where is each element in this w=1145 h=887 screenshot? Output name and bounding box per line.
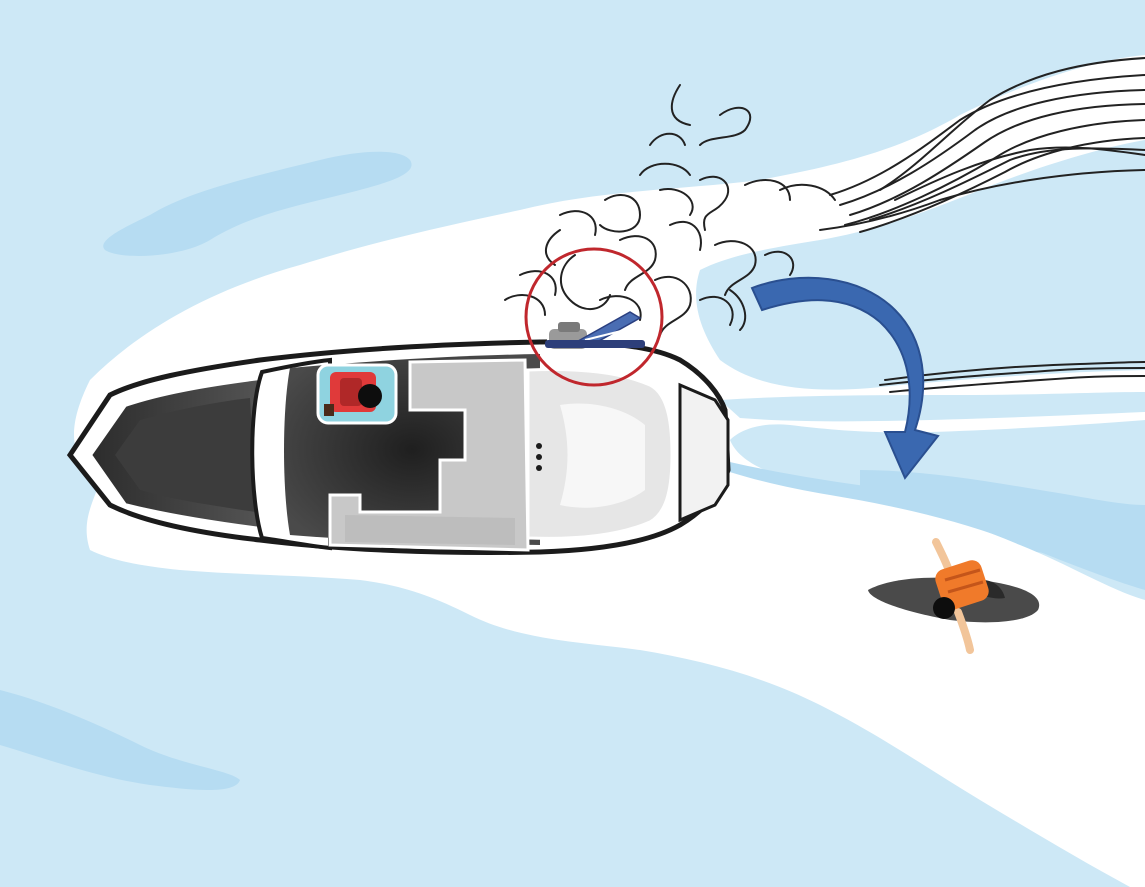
hatch-dot — [536, 465, 542, 471]
steering-wheel — [324, 404, 334, 416]
driver — [318, 365, 396, 423]
wakeboarder-head — [933, 597, 955, 619]
hatch-dot — [536, 454, 542, 460]
hatch-dot — [536, 443, 542, 449]
engine-hatch-center — [560, 404, 645, 508]
seat-cushion — [345, 515, 515, 545]
driver-head — [358, 384, 382, 408]
